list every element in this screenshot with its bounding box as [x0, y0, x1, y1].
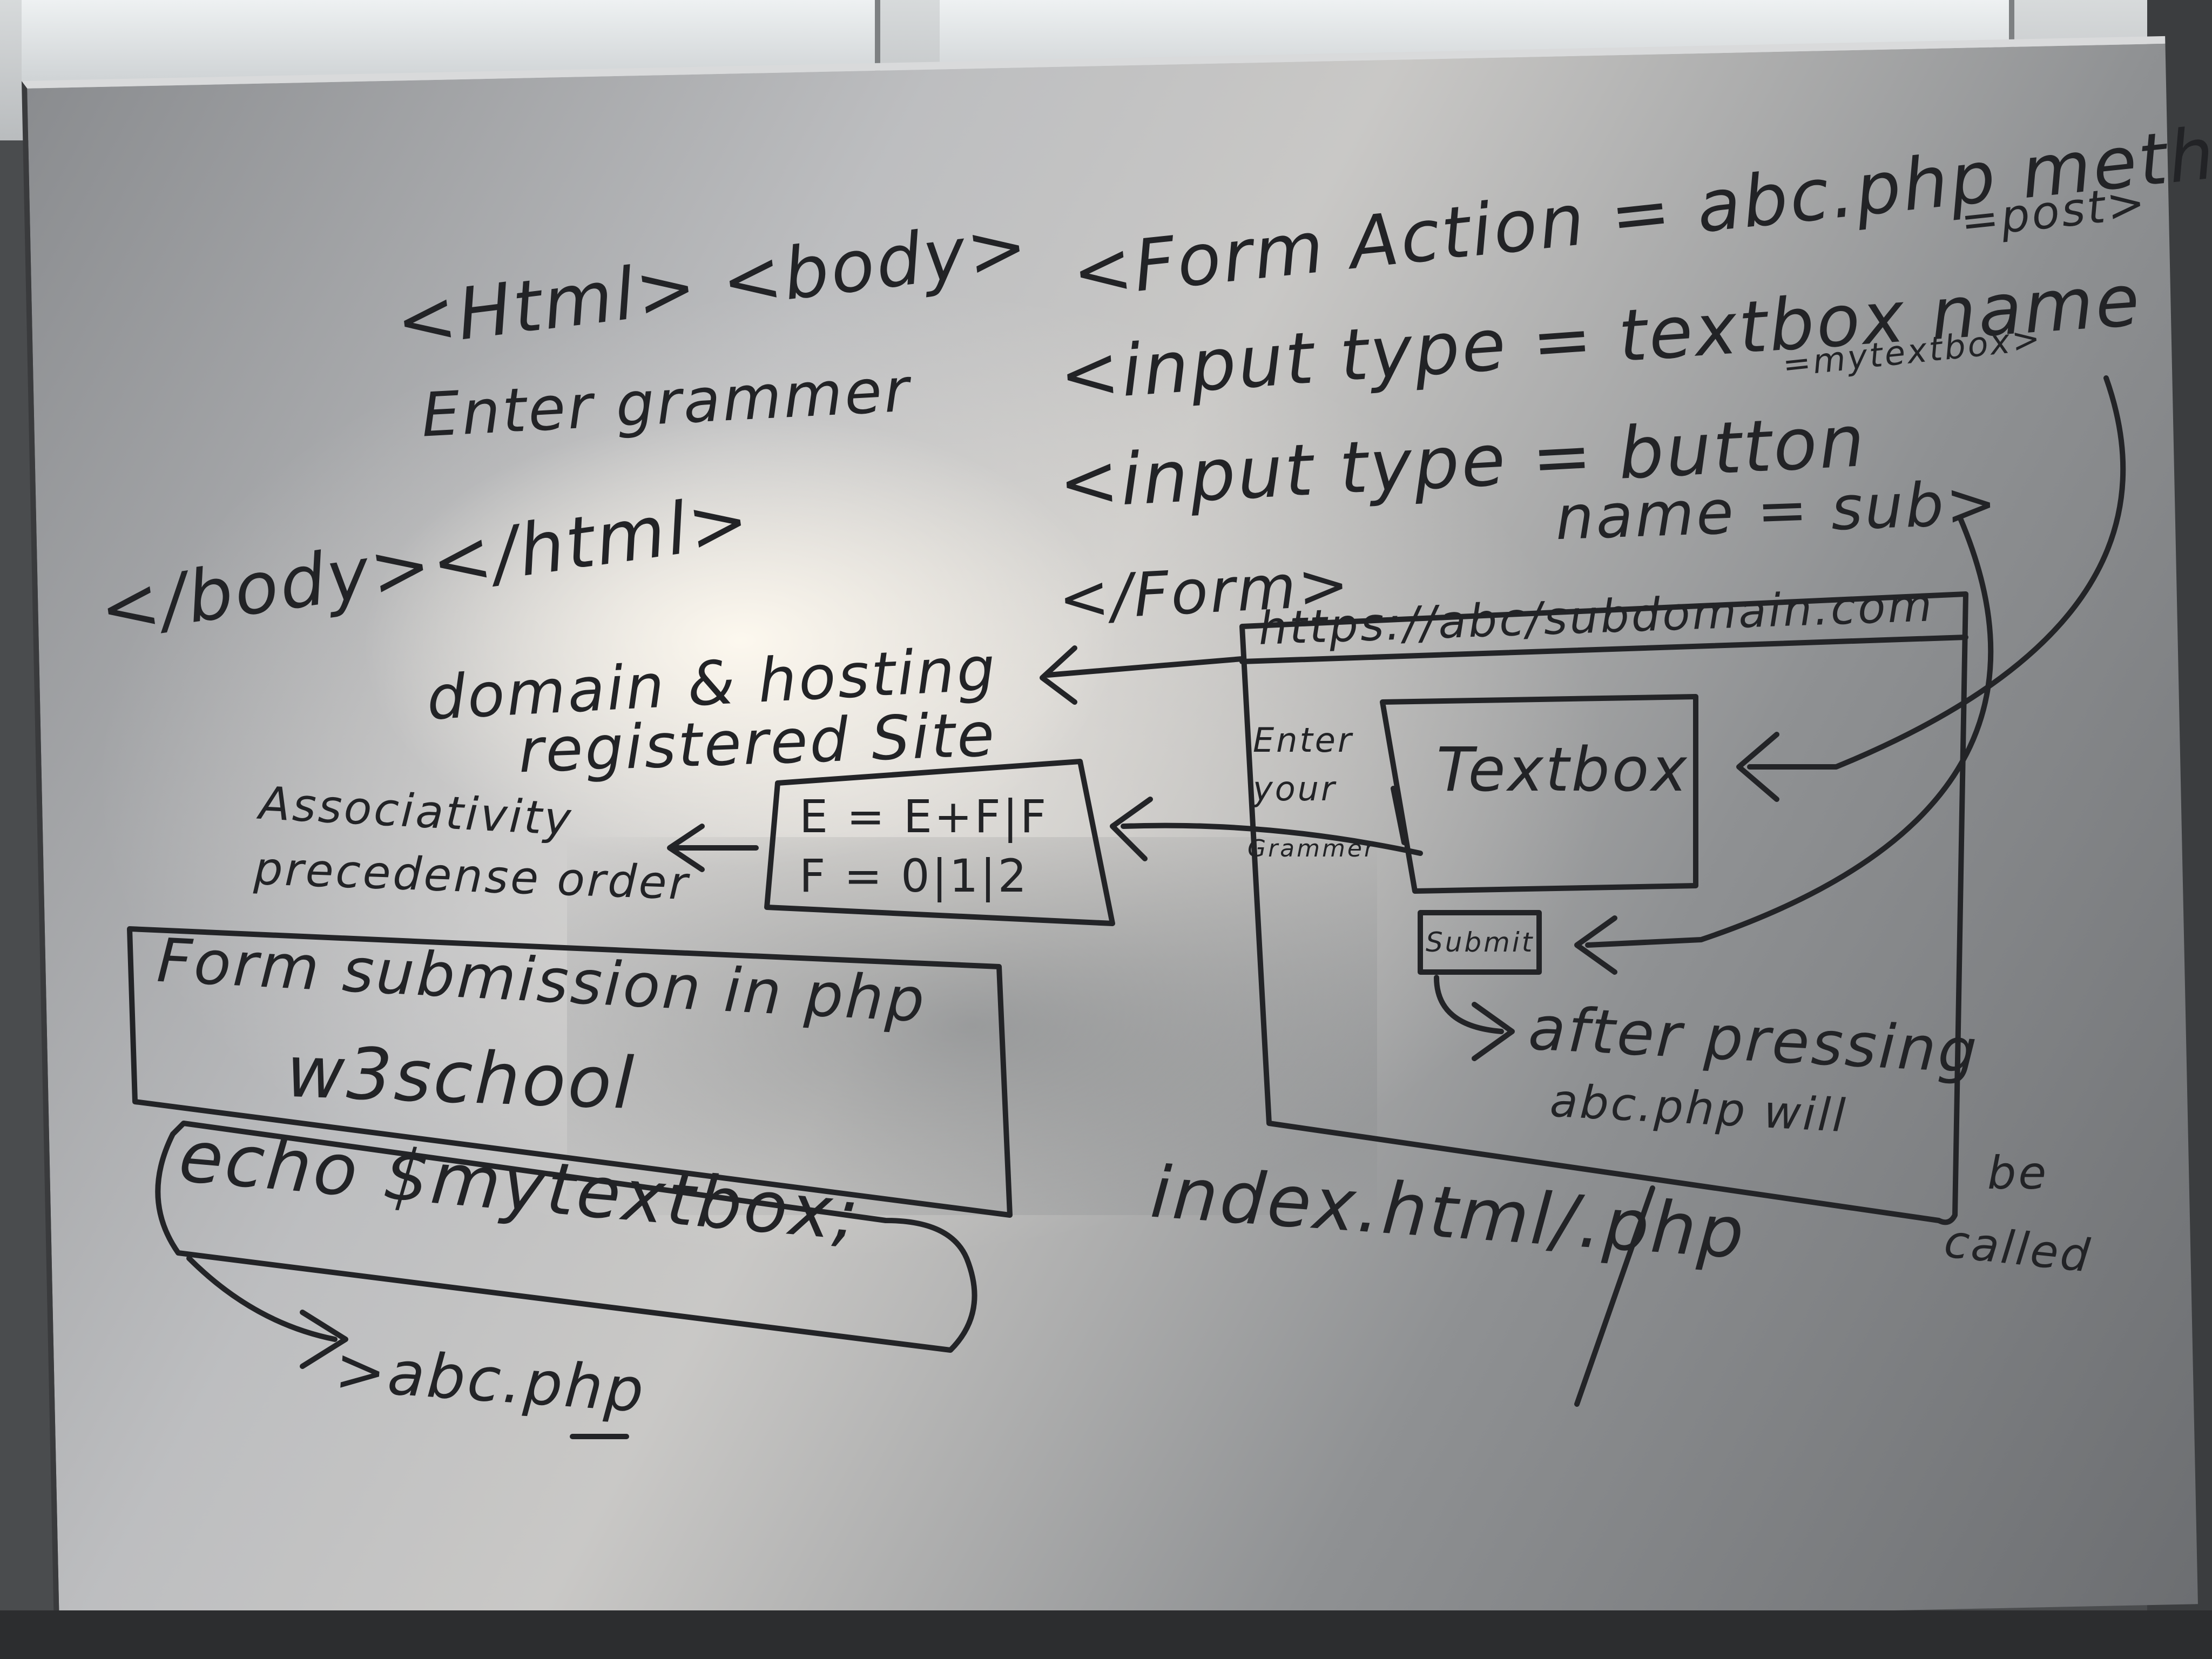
arrow-head-domain [1040, 645, 1077, 705]
arrow-to-abc [186, 1256, 338, 1342]
grammar-box [764, 759, 1115, 926]
arrow-head-after [1472, 1002, 1515, 1061]
submit-label: Submit [1426, 927, 1535, 958]
form-submission-box [127, 926, 1013, 1218]
form-submission-line2: w3school [285, 1030, 637, 1126]
arrow-to-grammar-box [1121, 822, 1423, 856]
be-text: be [1987, 1147, 2048, 1199]
input-button-name: name = sub> [1554, 468, 2000, 554]
textbox-label: Textbox [1437, 735, 1689, 805]
arrow-head-textbox [1736, 732, 1779, 802]
arrow-head-abc [300, 1310, 348, 1369]
floor-shadow [0, 1610, 2212, 1659]
arrow-to-submit [1585, 516, 1994, 948]
url-bar-underline [1239, 635, 1968, 664]
browser-frame [1239, 591, 1968, 1225]
arrow-head-associativity [667, 824, 705, 872]
board-shadow [567, 837, 1377, 1215]
enter-your-label: Enter [1253, 720, 1354, 760]
arrow-to-domain [1045, 656, 1245, 678]
arrow-to-textbox [1747, 375, 2126, 770]
submit-box [1418, 910, 1542, 975]
grammar-rule-2: F = 0|1|2 [799, 849, 1029, 902]
echo-bubble [155, 1121, 977, 1353]
textbox-divider [1391, 786, 1407, 845]
grammar-small-label: Grammer [1247, 835, 1377, 862]
textbox-box [1380, 694, 1698, 894]
arrow-after-pressing [1434, 975, 1504, 1034]
domain-hosting-line2: registered Site [517, 699, 998, 787]
grammar-rule-1: E = E+F|F [799, 790, 1049, 843]
enter-your-label-2: your [1253, 769, 1337, 808]
file-slash [1574, 1185, 1655, 1407]
arrow-head-submit [1574, 915, 1617, 975]
arrow-head-grammar-box [1110, 797, 1153, 861]
